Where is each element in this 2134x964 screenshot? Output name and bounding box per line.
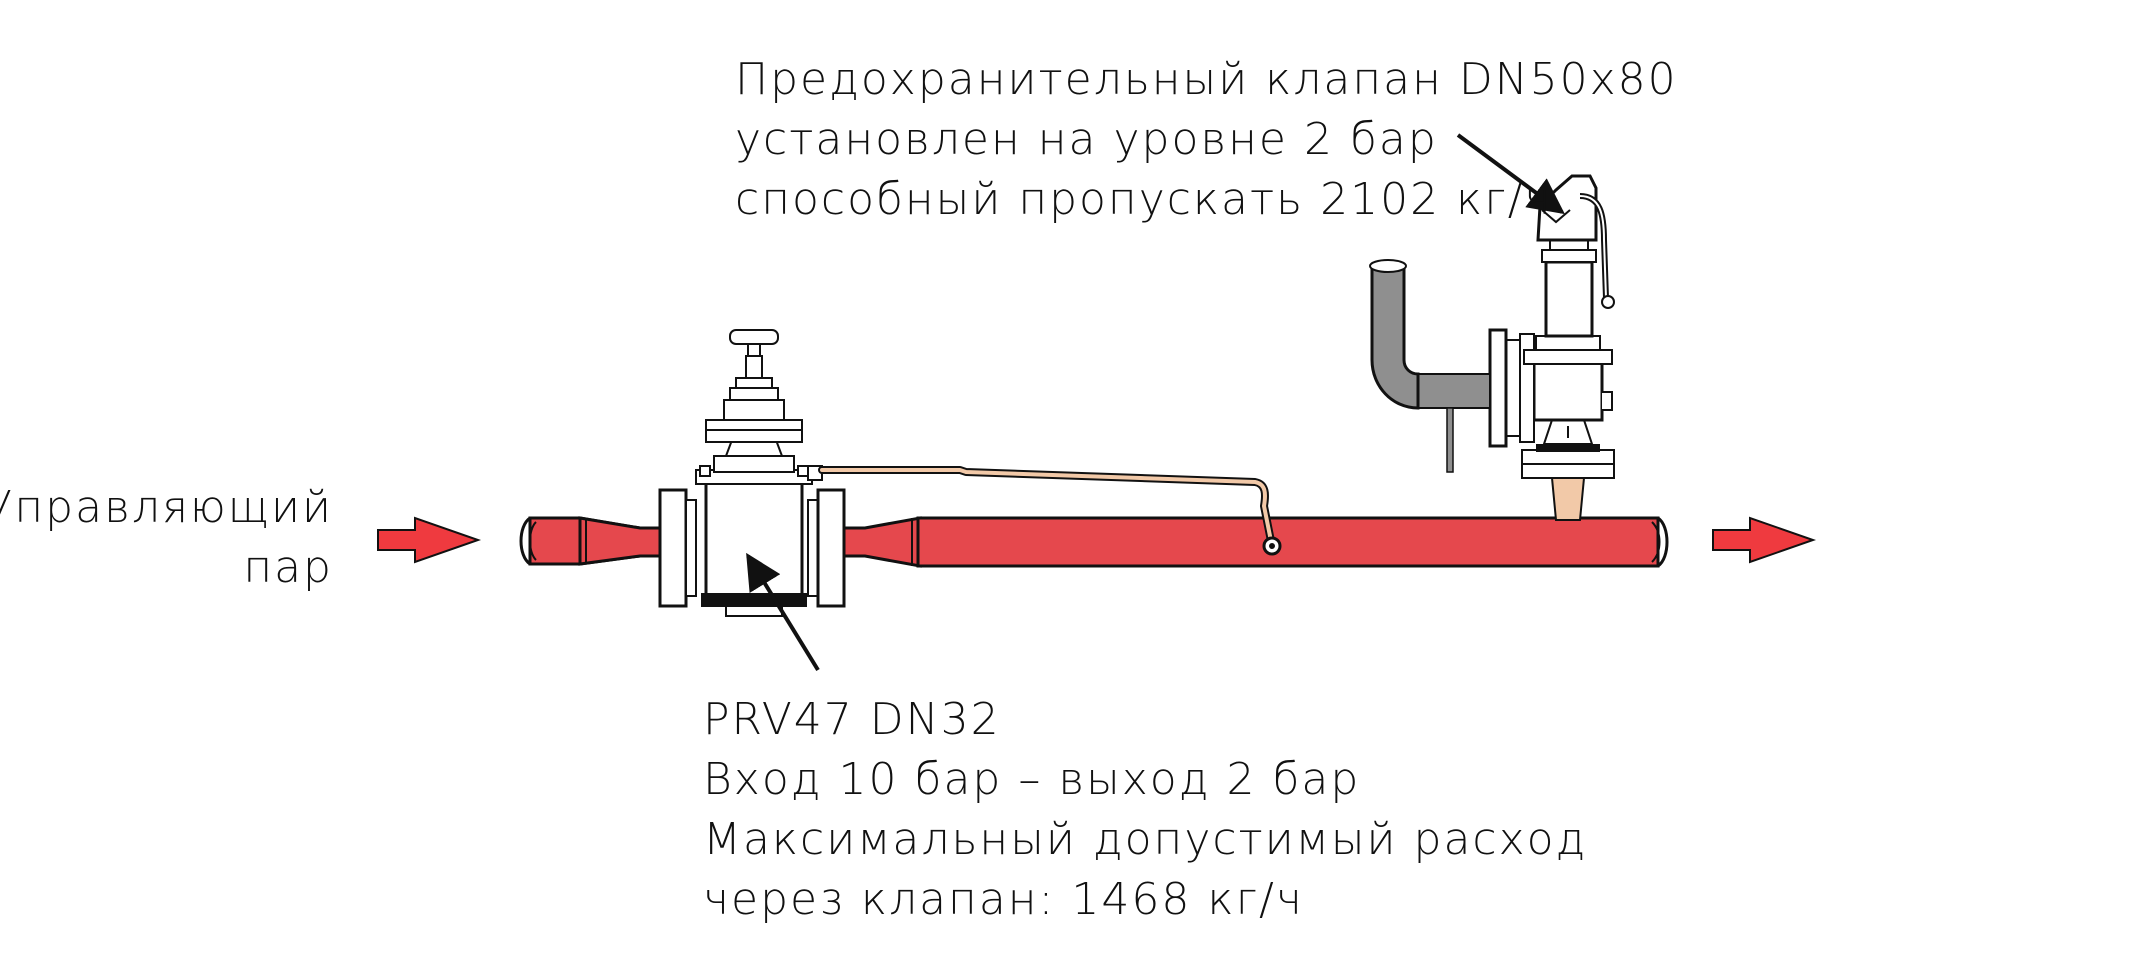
relief-valve-label: Предохранительный клапан DN50x80 установ…: [735, 50, 1678, 230]
outlet-flange: [807, 488, 846, 608]
safety-relief-valve: [1488, 174, 1615, 479]
main-steam-pipe: [519, 516, 1669, 568]
inlet-steam-label: Управляющий пар: [0, 478, 333, 598]
discharge-pipe: [1369, 259, 1491, 473]
relief-valve-label-line-2: установлен на уровне 2 бар: [735, 114, 1438, 165]
inlet-steam-label-line-1: Управляющий: [0, 482, 333, 533]
safety-valve-inlet-stub: [1550, 477, 1586, 521]
prv-label-line-3: Максимальный допустимый расход: [703, 814, 1588, 865]
relief-valve-label-line-1: Предохранительный клапан DN50x80: [735, 54, 1678, 105]
relief-valve-label-line-3: способный пропускать 2102 кг/ч: [735, 174, 1553, 225]
inlet-steam-label-line-2: пар: [243, 542, 333, 593]
prv-label: PRV47 DN32 Вход 10 бар – выход 2 бар Мак…: [703, 690, 1587, 930]
inlet-flange: [658, 488, 697, 608]
relief-valve-leader-arrow: [1456, 133, 1565, 215]
prv-label-line-2: Вход 10 бар – выход 2 бар: [703, 754, 1361, 805]
prv-label-line-4: через клапан: 1468 кг/ч: [703, 874, 1304, 925]
prv-leader-arrow: [746, 552, 820, 672]
inlet-flow-arrow: [377, 516, 482, 564]
prv-label-line-1: PRV47 DN32: [703, 694, 1001, 745]
outlet-flow-arrow: [1712, 516, 1817, 564]
